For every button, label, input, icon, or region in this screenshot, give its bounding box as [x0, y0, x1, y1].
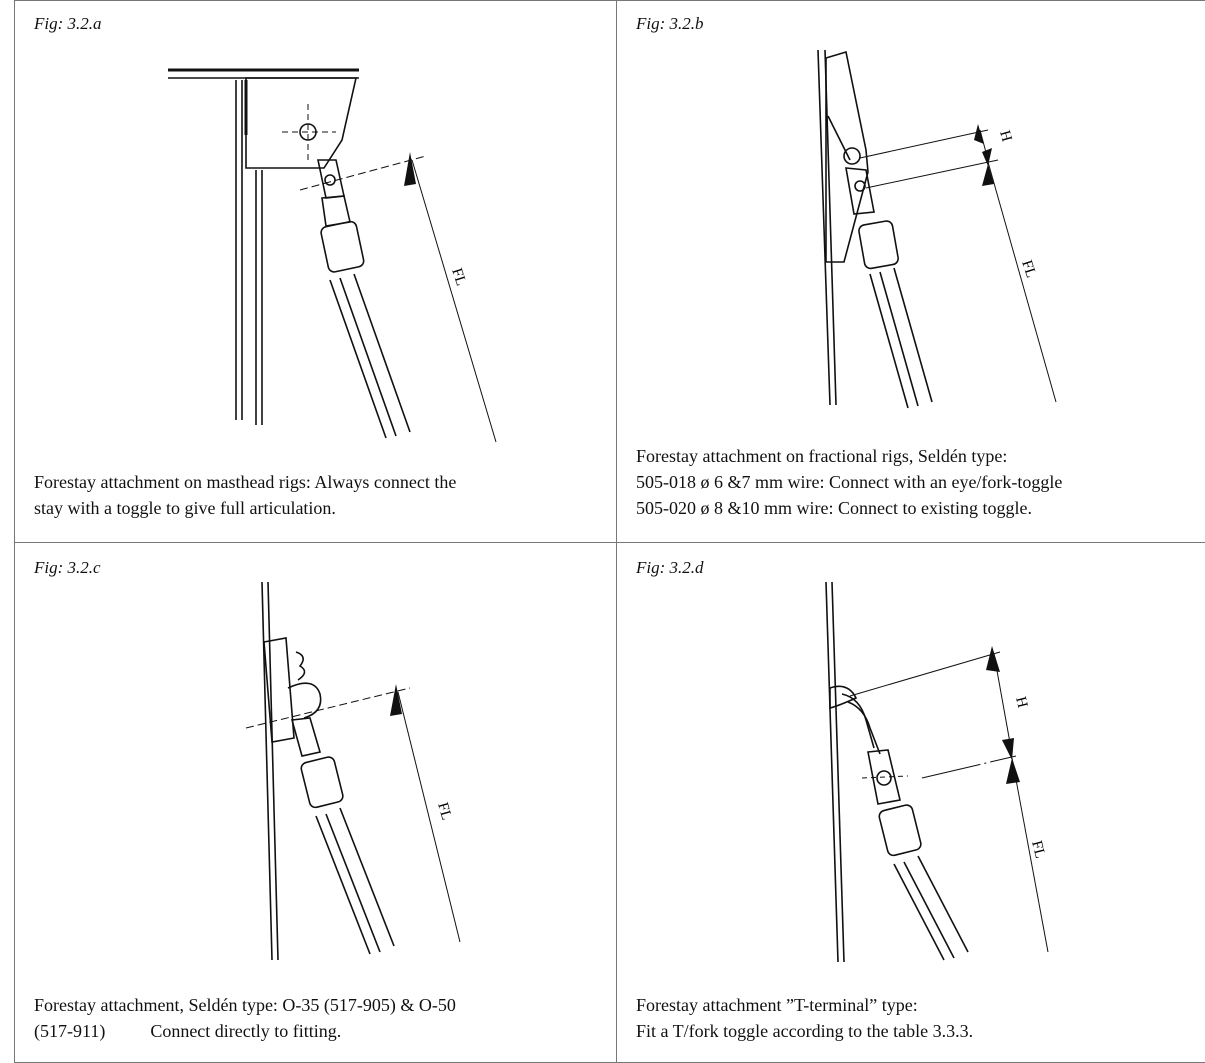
figure-c-drawing: FL [245, 581, 461, 961]
figure-b-caption: Forestay attachment on fractional rigs, … [636, 443, 1062, 521]
grid-line-center [616, 0, 617, 1063]
figure-d-drawing: H FL [825, 581, 1049, 963]
figure-c-caption-line-2: (517-911) Connect directly to fitting. [34, 1021, 342, 1041]
grid-line-left [14, 0, 15, 1063]
figure-b: Fig: 3.2.b H [616, 0, 1205, 542]
figure-a-label: Fig: 3.2.a [34, 14, 102, 33]
figure-c-dimension-fl: FL [434, 801, 454, 822]
figure-b-caption-line-3: 505-020 ø 8 &10 mm wire: Connect to exis… [636, 498, 1032, 518]
figure-a-caption-line-1: Forestay attachment on masthead rigs: Al… [34, 472, 457, 492]
figure-a-dimension-fl: FL [448, 266, 469, 288]
figure-a: Fig: 3.2.a [14, 0, 616, 542]
grid-line-middle [14, 542, 1205, 543]
figure-c-caption-line-1: Forestay attachment, Seldén type: O-35 (… [34, 995, 456, 1015]
figure-b-caption-line-1: Forestay attachment on fractional rigs, … [636, 446, 1008, 466]
figure-c-caption: Forestay attachment, Seldén type: O-35 (… [34, 992, 456, 1044]
figure-d-dimension-h: H [1012, 695, 1030, 710]
grid-line-top [14, 0, 1205, 1]
figure-a-caption-line-2: stay with a toggle to give full articula… [34, 498, 336, 518]
figure-b-dimension-fl: FL [1018, 258, 1039, 280]
figure-d-dimension-fl: FL [1028, 839, 1048, 860]
figure-a-caption: Forestay attachment on masthead rigs: Al… [34, 469, 456, 521]
figure-c-label: Fig: 3.2.c [34, 558, 101, 577]
figure-b-caption-line-2: 505-018 ø 6 &7 mm wire: Connect with an … [636, 472, 1063, 492]
figure-d-caption-line-1: Forestay attachment ”T-terminal” type: [636, 995, 918, 1015]
figure-d-caption: Forestay attachment ”T-terminal” type: F… [636, 992, 973, 1044]
figure-b-label: Fig: 3.2.b [636, 14, 704, 33]
figure-d: Fig: 3.2.d [616, 542, 1205, 1062]
figure-b-dimension-h: H [996, 129, 1014, 144]
figure-a-drawing: FL [168, 68, 497, 443]
figure-c: Fig: 3.2.c FL Forestay attachment, Seldé… [14, 542, 616, 1062]
figure-d-caption-line-2: Fit a T/fork toggle according to the tab… [636, 1021, 974, 1041]
figure-d-label: Fig: 3.2.d [636, 558, 704, 577]
figure-b-drawing: H FL [817, 49, 1057, 409]
